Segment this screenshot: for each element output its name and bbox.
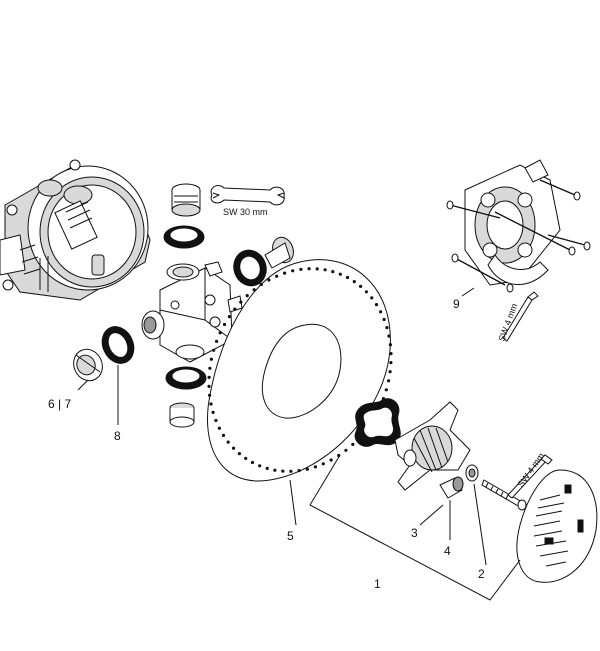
plate-hole	[208, 393, 212, 397]
plate-hole	[221, 433, 226, 437]
plate-hole	[208, 366, 212, 370]
plate-hole	[299, 267, 303, 271]
plate-hole	[283, 271, 287, 275]
part-label-2: 2	[478, 567, 485, 581]
part-label-4: 4	[444, 544, 451, 558]
plate-hole	[305, 467, 309, 471]
plate-hole	[222, 322, 227, 327]
plate-hole	[227, 315, 231, 319]
plate-hole	[232, 446, 236, 450]
part-label-9: 9	[453, 297, 460, 311]
plate-hole	[389, 361, 393, 365]
plate-hole	[215, 339, 219, 343]
plate-hole	[239, 300, 243, 304]
plate-hole	[338, 272, 342, 276]
plate-hole	[207, 375, 211, 379]
part-label-8: 8	[114, 429, 121, 443]
plate-hole	[382, 317, 386, 322]
fitting-right	[264, 236, 294, 269]
plate-hole	[275, 274, 279, 278]
plate-hole	[226, 440, 230, 444]
plate-hole	[291, 269, 295, 273]
plate-hole	[281, 469, 285, 473]
seal-ring-right	[233, 249, 267, 287]
plate-hole	[331, 270, 335, 274]
seal-ring-left	[101, 326, 135, 364]
plate-hole	[207, 384, 211, 388]
screw	[481, 479, 527, 511]
seal-ring-bottom	[165, 366, 207, 390]
mounting-plate-assembly	[446, 159, 591, 293]
wrench-size-label: SW 30 mm	[223, 207, 268, 217]
plate-hole-ring	[207, 267, 393, 473]
plate-hole	[211, 410, 215, 414]
plate-hole	[217, 426, 221, 430]
trim-cross	[394, 401, 471, 491]
plate-hole	[387, 379, 391, 383]
plate-hole	[297, 469, 301, 473]
plate-hole	[313, 465, 317, 469]
plate-hole	[259, 282, 263, 287]
hex-key-9-icon	[502, 291, 539, 342]
plate-hole	[329, 458, 333, 462]
plate-hole	[212, 348, 216, 352]
plate-hole	[233, 307, 237, 311]
part-label-1: 1	[374, 577, 381, 591]
plate-hole	[209, 357, 213, 361]
plate-hole	[258, 464, 262, 468]
plate-hole	[352, 280, 356, 284]
plate-hole	[344, 448, 348, 452]
plate-hole	[374, 303, 379, 307]
plate-hole	[209, 402, 213, 406]
installation-box	[0, 159, 151, 301]
plate-hole	[273, 468, 277, 472]
plate-hole	[250, 460, 255, 465]
reducer-nipple-6-7	[73, 348, 103, 382]
plate-hole	[385, 326, 389, 330]
plate-hole	[214, 418, 218, 423]
part-label-6-7: 6 | 7	[48, 397, 71, 411]
part-label-5: 5	[287, 529, 294, 543]
washer	[465, 464, 479, 482]
hex-key-icon	[507, 454, 553, 499]
plate-hole	[237, 452, 241, 456]
fitting-top	[171, 183, 201, 217]
gasket-seal	[354, 398, 401, 447]
part-label-3: 3	[411, 526, 418, 540]
plate-hole	[359, 284, 363, 288]
plate-hole	[379, 310, 383, 314]
plate-hole	[245, 294, 249, 298]
plate-hole	[289, 469, 293, 473]
plate-hole	[364, 290, 368, 294]
plate-hole	[323, 268, 327, 272]
plate-hole	[321, 462, 325, 466]
cover-plate	[207, 259, 393, 482]
plate-hole	[388, 370, 392, 374]
plate-hole	[345, 275, 350, 280]
plate-hole	[307, 267, 311, 271]
cartridge	[439, 476, 464, 499]
leader-lines	[77, 287, 521, 601]
plate-hole	[389, 352, 393, 356]
plate-hole	[370, 296, 374, 300]
plate-hole	[384, 388, 388, 392]
plate-hole	[351, 442, 355, 446]
plate-hole	[267, 278, 271, 282]
plate-hole	[388, 343, 392, 347]
plate-hole	[244, 456, 248, 460]
label-disc	[516, 469, 598, 583]
fitting-bottom	[169, 402, 195, 428]
plate-hole	[387, 334, 391, 338]
valve-body	[141, 261, 243, 363]
plate-hole	[252, 288, 256, 292]
seal-ring-top	[163, 225, 205, 249]
wrench-icon	[210, 185, 285, 206]
plate-hole	[315, 267, 319, 271]
plate-hole	[265, 466, 269, 470]
plate-hole	[218, 331, 222, 335]
